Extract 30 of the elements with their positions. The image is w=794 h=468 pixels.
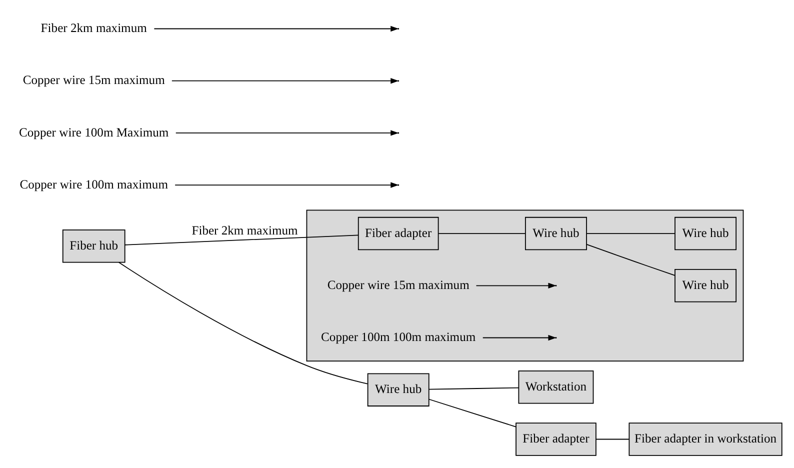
connector xyxy=(596,438,630,440)
node-box: Wire hub xyxy=(674,216,737,250)
arrow xyxy=(175,130,399,136)
arrow xyxy=(476,282,556,288)
node-box: Fiber adapter xyxy=(358,216,439,250)
node-text: Copper 100m 100m maximum xyxy=(321,330,476,344)
arrow xyxy=(174,182,399,188)
connector xyxy=(438,233,526,234)
connector xyxy=(586,244,676,276)
node-text: Copper wire 15m maximum xyxy=(22,73,165,88)
node-text: Fiber 2km maximum xyxy=(40,21,147,36)
arrow xyxy=(154,26,399,32)
connector xyxy=(428,398,516,428)
node-box: Wire hub xyxy=(525,216,587,250)
connector xyxy=(428,387,520,390)
cluster xyxy=(306,210,744,362)
node-box: Fiber adapter xyxy=(516,422,596,456)
node-box: Wire hub xyxy=(674,269,737,302)
connector xyxy=(586,233,676,234)
node-box: Fiber adapter in workstation xyxy=(628,422,782,456)
connector xyxy=(124,234,359,246)
node-box: Wire hub xyxy=(367,373,430,406)
node-text: Copper wire 15m maximum xyxy=(327,278,470,292)
node-text: Copper wire 100m maximum xyxy=(20,177,168,192)
node-box: Workstation xyxy=(518,370,594,404)
node-text: Copper wire 100m Maximum xyxy=(19,125,169,140)
edge-label: Fiber 2km maximum xyxy=(192,224,298,238)
arrow xyxy=(171,78,399,84)
connector xyxy=(118,262,368,384)
node-box: Fiber hub xyxy=(62,230,126,263)
